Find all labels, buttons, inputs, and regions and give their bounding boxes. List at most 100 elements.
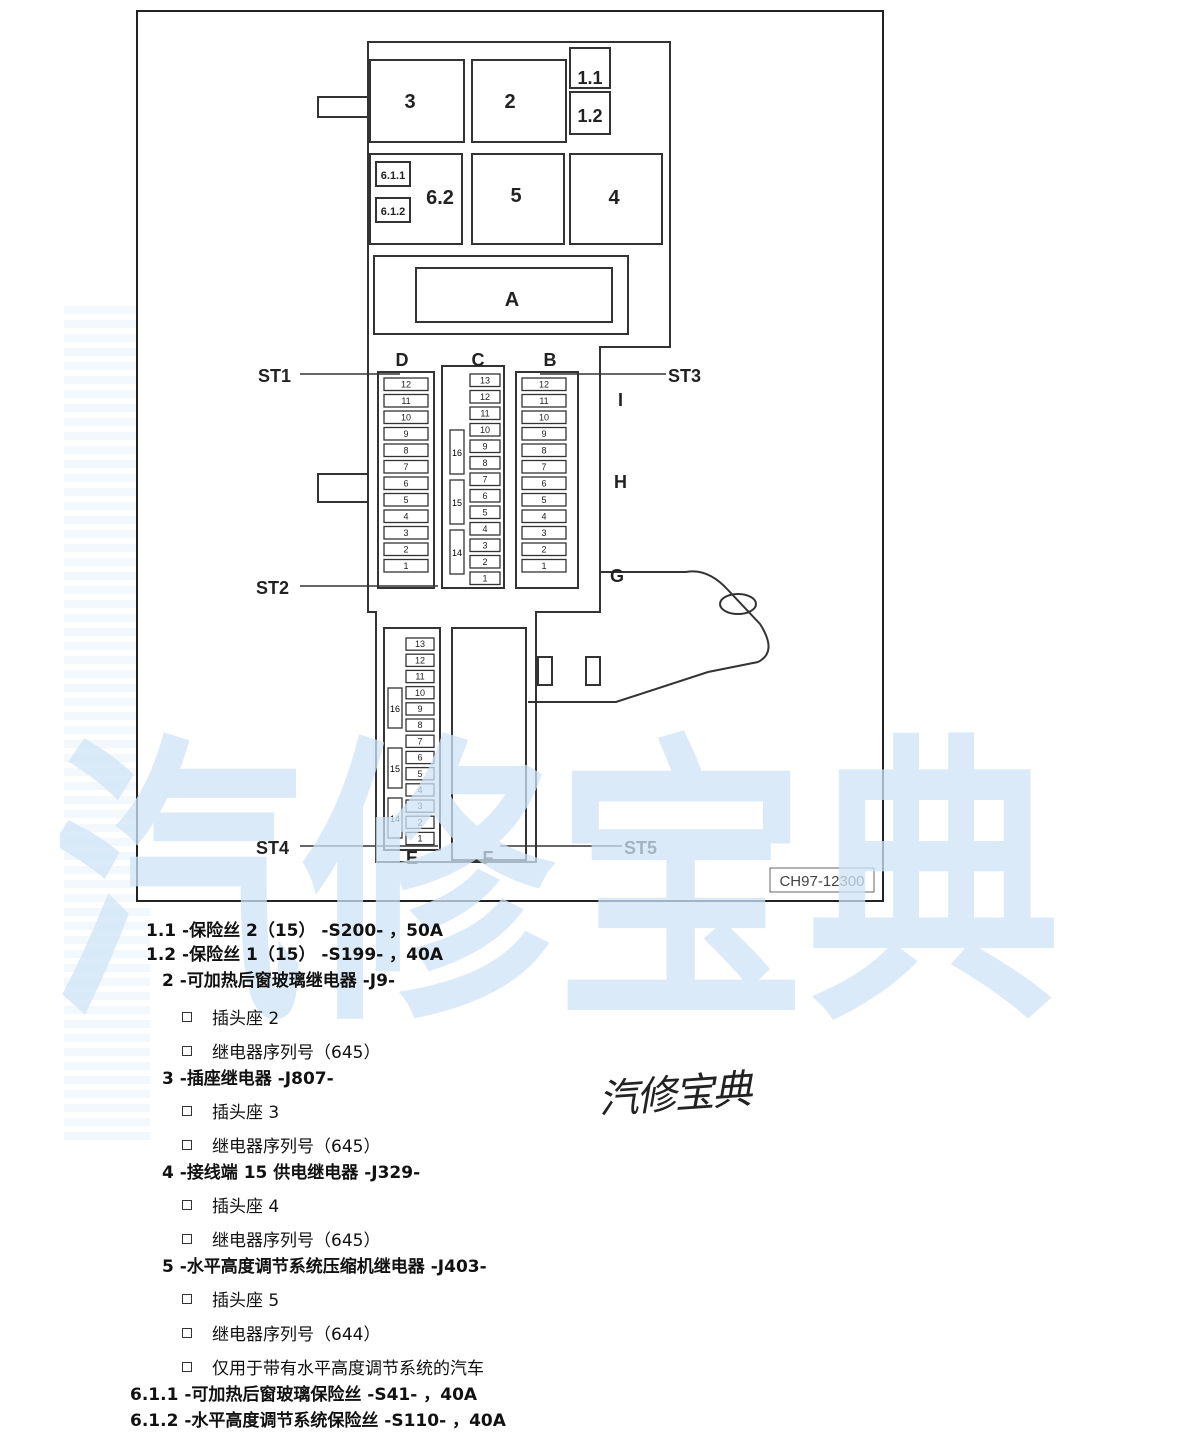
fuse-slot bbox=[405, 783, 435, 797]
fuse-slot-number: 9 bbox=[417, 704, 422, 714]
fuse-block-outline bbox=[383, 627, 441, 851]
legend-subitem: 仅用于带有水平高度调节系统的汽车 bbox=[182, 1356, 484, 1382]
long-fuse-number: 16 bbox=[390, 704, 400, 714]
fuse-slot bbox=[405, 750, 435, 765]
st2-label: ST2 bbox=[256, 578, 289, 598]
fuse-slot bbox=[405, 799, 435, 813]
fuse-slot-number: 9 bbox=[403, 429, 408, 439]
fuse-slot bbox=[469, 406, 501, 421]
bullet-square-icon bbox=[182, 1328, 192, 1338]
fuse-1-2-label: 1.2 bbox=[577, 106, 602, 126]
fuse-slot bbox=[383, 542, 429, 557]
fuse-slot bbox=[521, 459, 567, 474]
watermark-stripes bbox=[64, 300, 150, 1140]
fuse-slot-number: 8 bbox=[403, 446, 408, 456]
legend-subitem-text: 继电器序列号（645） bbox=[212, 1043, 381, 1063]
legend-subitem-text: 继电器序列号（645） bbox=[212, 1137, 381, 1157]
legend-item: 6.1.1 -可加热后窗玻璃保险丝 -S41- ，40A bbox=[130, 1382, 477, 1408]
fuse-slot bbox=[383, 459, 429, 474]
fuse-slot-number: 3 bbox=[541, 528, 546, 538]
long-fuse bbox=[387, 797, 403, 839]
fuse-slot-number: 13 bbox=[480, 376, 490, 386]
legend-subitem: 插头座 2 bbox=[182, 1006, 279, 1032]
st4-label: ST4 bbox=[256, 838, 289, 858]
relay-5-label: 5 bbox=[510, 185, 521, 207]
fuse-slot bbox=[521, 476, 567, 491]
fuse-slot-number: 5 bbox=[417, 769, 422, 779]
fuse-slot bbox=[521, 393, 567, 408]
relay-4-label: 4 bbox=[608, 187, 620, 209]
fuse-slot-number: 3 bbox=[403, 528, 408, 538]
relay-3-label: 3 bbox=[404, 91, 415, 113]
fuse-slot-number: 12 bbox=[480, 392, 490, 402]
legend-item-text: 接线端 15 供电继电器 -J329- bbox=[186, 1163, 421, 1183]
long-fuse bbox=[449, 479, 465, 525]
fuse-1-1-label: 1.1 bbox=[577, 68, 602, 88]
fuse-slot-number: 2 bbox=[417, 817, 422, 827]
fuse-slot-number: 4 bbox=[482, 524, 487, 534]
fuse-slot bbox=[405, 653, 435, 668]
long-fuse-number: 14 bbox=[390, 814, 400, 824]
legend-item-number: 6.1.1 - bbox=[130, 1385, 192, 1405]
legend-subitem: 继电器序列号（645） bbox=[182, 1040, 380, 1066]
fuse-slot bbox=[405, 685, 435, 700]
legend-subitem: 插头座 4 bbox=[182, 1194, 279, 1220]
long-fuse bbox=[449, 529, 465, 575]
fuse-slot-number: 10 bbox=[539, 413, 549, 423]
legend-item-text: 可加热后窗玻璃保险丝 -S41- ，40A bbox=[191, 1385, 478, 1405]
fuse-slot bbox=[405, 702, 435, 716]
fuse-slot bbox=[405, 718, 435, 732]
fuse-slot-number: 9 bbox=[541, 429, 546, 439]
fuse-slot bbox=[469, 521, 501, 536]
fuse-block-outline bbox=[451, 627, 527, 861]
legend-item-text: 水平高度调节系统保险丝 -S110- ，40A bbox=[191, 1411, 506, 1431]
legend-item-text: 水平高度调节系统压缩机继电器 -J403- bbox=[186, 1257, 487, 1277]
fuse-slot bbox=[469, 488, 501, 503]
legend-item-number: 2 - bbox=[162, 971, 187, 991]
fuse-slot bbox=[405, 734, 435, 749]
legend-item: 1.2 -保险丝 1（15） -S199- ，40A bbox=[146, 942, 443, 968]
legend-item: 3 -插座继电器 -J807- bbox=[162, 1066, 334, 1092]
fuse-slot-number: 9 bbox=[482, 442, 487, 452]
fuse-slot bbox=[383, 509, 429, 524]
block-c-label: C bbox=[472, 350, 485, 370]
bullet-square-icon bbox=[182, 1046, 192, 1056]
fuse-slot-number: 11 bbox=[415, 672, 424, 682]
fuse-slot bbox=[383, 558, 429, 573]
bullet-square-icon bbox=[182, 1362, 192, 1372]
fuse-slot bbox=[521, 443, 567, 458]
legend-item-number: 1.2 - bbox=[146, 945, 190, 965]
bullet-square-icon bbox=[182, 1012, 192, 1022]
fuse-slot bbox=[521, 525, 567, 540]
relay-2-label: 2 bbox=[504, 91, 515, 113]
fuse-slot-number: 8 bbox=[541, 446, 546, 456]
fuse-slot bbox=[405, 766, 435, 781]
legend-item: 1.1 -保险丝 2（15） -S200- ，50A bbox=[146, 918, 443, 944]
long-fuse bbox=[449, 429, 465, 475]
fuse-slot-number: 13 bbox=[415, 639, 425, 649]
fuse-slot-number: 4 bbox=[417, 785, 422, 795]
legend-item: 2 -可加热后窗玻璃继电器 -J9- bbox=[162, 968, 395, 994]
long-fuse bbox=[387, 687, 403, 729]
legend-subitem: 插头座 3 bbox=[182, 1100, 279, 1126]
legend-item-number: 6.1.2 - bbox=[130, 1411, 192, 1431]
fuse-slot-number: 5 bbox=[403, 495, 408, 505]
long-fuse-number: 16 bbox=[452, 448, 462, 458]
legend-subitem-text: 插头座 2 bbox=[212, 1009, 280, 1029]
legend-subitem-text: 插头座 4 bbox=[212, 1197, 280, 1217]
block-e-label: E bbox=[406, 848, 418, 868]
fuse-slot bbox=[405, 815, 435, 830]
fuse-slot-number: 1 bbox=[482, 574, 487, 584]
fuse-slot bbox=[469, 389, 501, 404]
fuse-block-outline bbox=[515, 371, 579, 589]
side-label-g: G bbox=[610, 566, 624, 586]
fuse-slot-number: 12 bbox=[415, 655, 425, 665]
bullet-square-icon bbox=[182, 1234, 192, 1244]
fuse-slot-number: 1 bbox=[417, 834, 422, 844]
side-label-h: H bbox=[614, 472, 627, 492]
fuse-slot-number: 8 bbox=[417, 720, 422, 730]
fuse-slot-number: 2 bbox=[482, 557, 487, 567]
long-fuse-number: 14 bbox=[452, 548, 462, 558]
fuse-slot bbox=[383, 410, 429, 425]
block-b-label: B bbox=[544, 350, 557, 370]
